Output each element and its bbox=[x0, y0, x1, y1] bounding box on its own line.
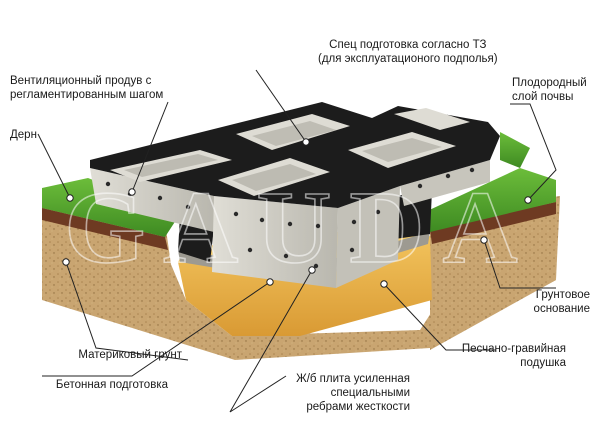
dot-ground-base bbox=[480, 236, 488, 244]
wall-front-middle bbox=[212, 196, 338, 288]
wall-front-right bbox=[336, 186, 400, 288]
label-special-prep-line2: (для эксплуатационого подполья) bbox=[318, 53, 498, 65]
turf-right bbox=[425, 168, 556, 232]
label-native-soil: Материковый грунт bbox=[72, 348, 182, 362]
label-sand-gravel-line1: Песчано-гравийная bbox=[461, 343, 566, 355]
dot-special-prep bbox=[302, 138, 310, 146]
label-special-prep: Спец подготовка согласно ТЗ (для эксплуа… bbox=[318, 38, 498, 66]
watermark-text: GAUDA bbox=[64, 170, 535, 285]
label-ground-base: Грунтовое основание bbox=[510, 288, 590, 316]
cell-far-right bbox=[394, 108, 470, 130]
leader-lines bbox=[37, 69, 557, 413]
label-rc-slab-line2: специальными bbox=[330, 387, 410, 399]
label-concrete-prep-line1: Бетонная подготовка bbox=[55, 379, 168, 391]
label-fertile: Плодородный слой почвы bbox=[512, 76, 587, 104]
cell-front-left-inner bbox=[124, 154, 218, 177]
dot-concrete-prep bbox=[266, 278, 274, 286]
label-rc-slab-line1: Ж/б плита усиленная bbox=[296, 373, 410, 385]
cell-right-inner bbox=[362, 138, 442, 162]
label-concrete-prep: Бетонная подготовка bbox=[44, 378, 168, 392]
dot-vent bbox=[128, 188, 136, 196]
label-special-prep-line1: Спец подготовка согласно ТЗ bbox=[329, 39, 487, 51]
label-native-soil-line1: Материковый грунт bbox=[78, 349, 182, 361]
fertile-layer-right bbox=[430, 202, 556, 244]
cell-left-back-inner bbox=[252, 121, 336, 146]
dot-rc-slab bbox=[308, 266, 316, 274]
label-vent-line1: Вентиляционный продув с bbox=[10, 75, 152, 87]
wall-top-cap bbox=[90, 102, 500, 208]
turf-back bbox=[500, 132, 530, 168]
dot-fertile bbox=[524, 196, 532, 204]
label-ground-base-line1: Грунтовое bbox=[535, 289, 590, 301]
label-sand-gravel: Песчано-гравийная подушка bbox=[446, 342, 566, 370]
label-turf: Дерн bbox=[10, 128, 37, 142]
label-turf-line1: Дерн bbox=[10, 129, 37, 141]
label-ground-base-line2: основание bbox=[533, 303, 590, 315]
leader-dots bbox=[62, 138, 532, 288]
label-fertile-line1: Плодородный bbox=[512, 77, 587, 89]
label-fertile-line2: слой почвы bbox=[512, 91, 574, 103]
dot-turf bbox=[66, 194, 74, 202]
label-sand-gravel-line2: подушка bbox=[520, 357, 566, 369]
label-vent-line2: регламентированным шагом bbox=[10, 89, 164, 101]
wall-right-side bbox=[400, 160, 490, 206]
dot-native-soil bbox=[62, 258, 70, 266]
label-rc-slab: Ж/б плита усиленная специальными ребрами… bbox=[286, 372, 410, 414]
cell-front-middle-inner bbox=[232, 164, 316, 191]
dot-sand-gravel bbox=[380, 280, 388, 288]
fertile-layer-left bbox=[42, 208, 168, 250]
label-rc-slab-line3: ребрами жесткости bbox=[306, 401, 410, 413]
label-vent: Вентиляционный продув с регламентированн… bbox=[10, 74, 163, 102]
wall-front-left bbox=[90, 168, 214, 232]
